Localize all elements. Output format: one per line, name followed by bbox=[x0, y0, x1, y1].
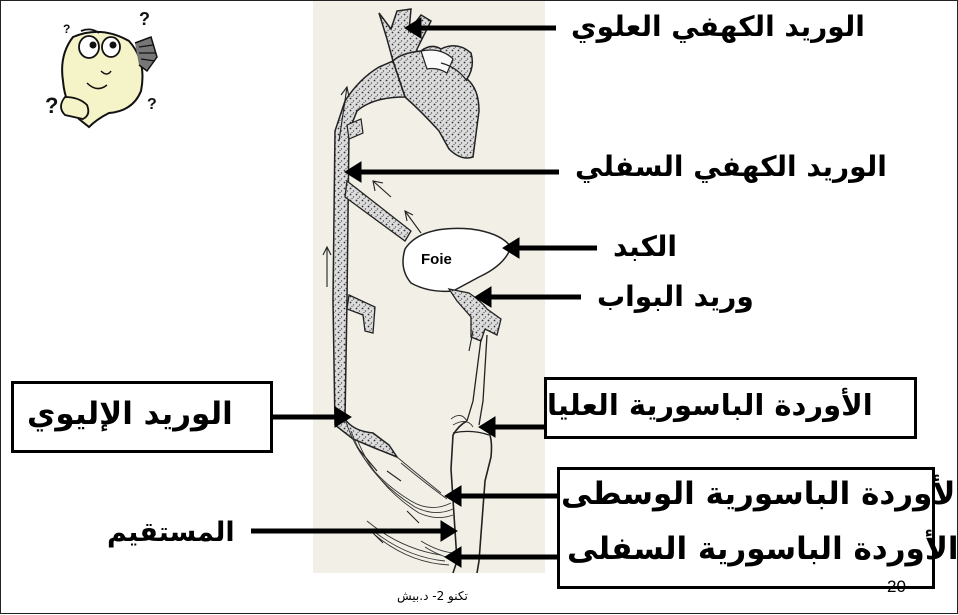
portal-vein-label: وريد البواب bbox=[597, 283, 754, 311]
svg-text:?: ? bbox=[45, 93, 58, 118]
svg-text:?: ? bbox=[63, 22, 70, 36]
superior-hemorrhoidal-label: الأوردة الباسورية العليا bbox=[547, 391, 873, 420]
inferior-vena-cava-shape bbox=[333, 61, 411, 457]
iliac-vein-label: الوريد الإليوي bbox=[27, 399, 233, 430]
inferior-vena-cava-label: الوريد الكهفي السفلي bbox=[575, 153, 887, 181]
liver-label: الكبد bbox=[613, 233, 677, 261]
svg-text:?: ? bbox=[147, 96, 157, 113]
rectum-label: المستقيم bbox=[107, 519, 235, 546]
svg-text:?: ? bbox=[139, 9, 150, 29]
page-number: 20 bbox=[887, 577, 906, 597]
inferior-hemorrhoidal-label: الأوردة الباسورية السفلى bbox=[567, 534, 958, 565]
portal-vein-shape bbox=[449, 289, 501, 425]
middle-hemorrhoidal-label: الأوردة الباسورية الوسطى bbox=[561, 479, 958, 510]
foie-label: Foie bbox=[421, 251, 452, 268]
heart-shape bbox=[393, 46, 479, 158]
footer-text: تكنو 2- د.بيش bbox=[397, 589, 468, 603]
liver-shape: Foie bbox=[403, 228, 511, 291]
thinking-face-icon: ? ? ? ? bbox=[45, 9, 157, 127]
superior-vena-cava-label: الوريد الكهفي العلوي bbox=[571, 13, 865, 41]
